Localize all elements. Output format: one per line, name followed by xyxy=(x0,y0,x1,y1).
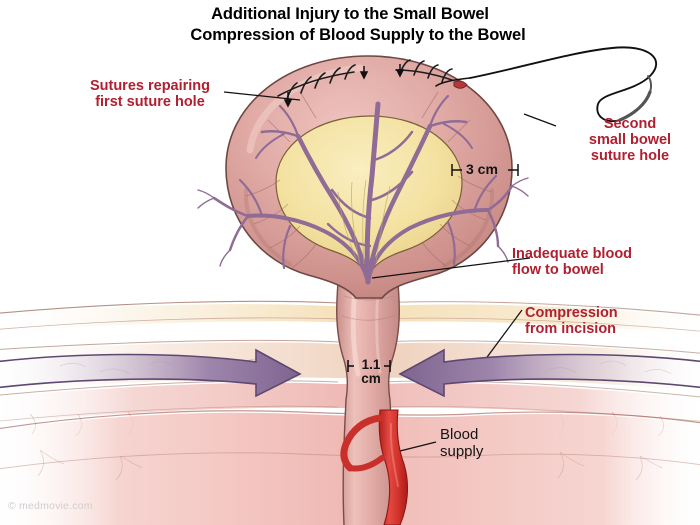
herniated-bowel-loop xyxy=(197,55,529,299)
suture-marker-arrows xyxy=(283,64,405,108)
page-title: Additional Injury to the Small Bowel Com… xyxy=(0,4,700,47)
label-second-line1: Second xyxy=(603,116,657,132)
needle-body xyxy=(618,90,652,122)
measurement-label-1-1cm: 1.1 cm xyxy=(350,357,392,387)
label-sutures-repairing: Sutures repairing first suture hole xyxy=(60,78,240,110)
compression-arrow-left xyxy=(0,348,302,398)
compression-arrows xyxy=(0,348,700,398)
label-compression-line2: from incision xyxy=(525,321,617,338)
second-suture-hole xyxy=(453,80,468,89)
label-blood-line1: Blood xyxy=(440,426,479,443)
title-line-2: Compression of Blood Supply to the Bowel xyxy=(190,26,526,45)
bowel-folds xyxy=(245,91,493,269)
measure-3cm xyxy=(451,164,519,176)
label-inadequate-line1: Inadequate blood xyxy=(512,246,633,262)
label-second-line2: small bowel xyxy=(588,132,672,149)
leader-blood-supply xyxy=(395,441,437,453)
measurement-value: 1.1 xyxy=(361,357,381,372)
artery-branch xyxy=(340,414,384,472)
measure-1-1cm xyxy=(347,360,391,372)
label-blood-supply: Blood supply xyxy=(440,426,550,461)
measurement-label-3cm: 3 cm xyxy=(466,161,498,177)
label-compression-line1: Compression xyxy=(525,305,618,321)
mesentery-strands xyxy=(337,179,391,265)
label-inadequate-blood-flow: Inadequate blood flow to bowel xyxy=(512,246,697,278)
leader-sutures xyxy=(223,91,301,101)
label-second-line3: suture hole xyxy=(590,148,670,165)
label-sutures-line2: first suture hole xyxy=(95,94,205,111)
measurement-unit: cm xyxy=(361,371,381,387)
leader-second-hole xyxy=(523,113,557,127)
label-blood-line2: supply xyxy=(440,442,484,460)
copyright-notice: © medmovie.com xyxy=(8,500,93,512)
label-inadequate-line2: flow to bowel xyxy=(512,262,604,279)
compression-arrow-right xyxy=(398,348,700,398)
label-compression-from-incision: Compression from incision xyxy=(525,305,695,337)
title-line-1: Additional Injury to the Small Bowel xyxy=(211,5,489,23)
mesenteric-vessels xyxy=(197,94,529,285)
label-second-suture-hole: Second small bowel suture hole xyxy=(560,116,700,165)
surgical-needle-and-thread xyxy=(435,46,657,123)
blood-supply-artery xyxy=(340,409,409,525)
label-sutures-line1: Sutures repairing xyxy=(89,78,211,94)
leader-inadequate-flow xyxy=(371,257,531,279)
